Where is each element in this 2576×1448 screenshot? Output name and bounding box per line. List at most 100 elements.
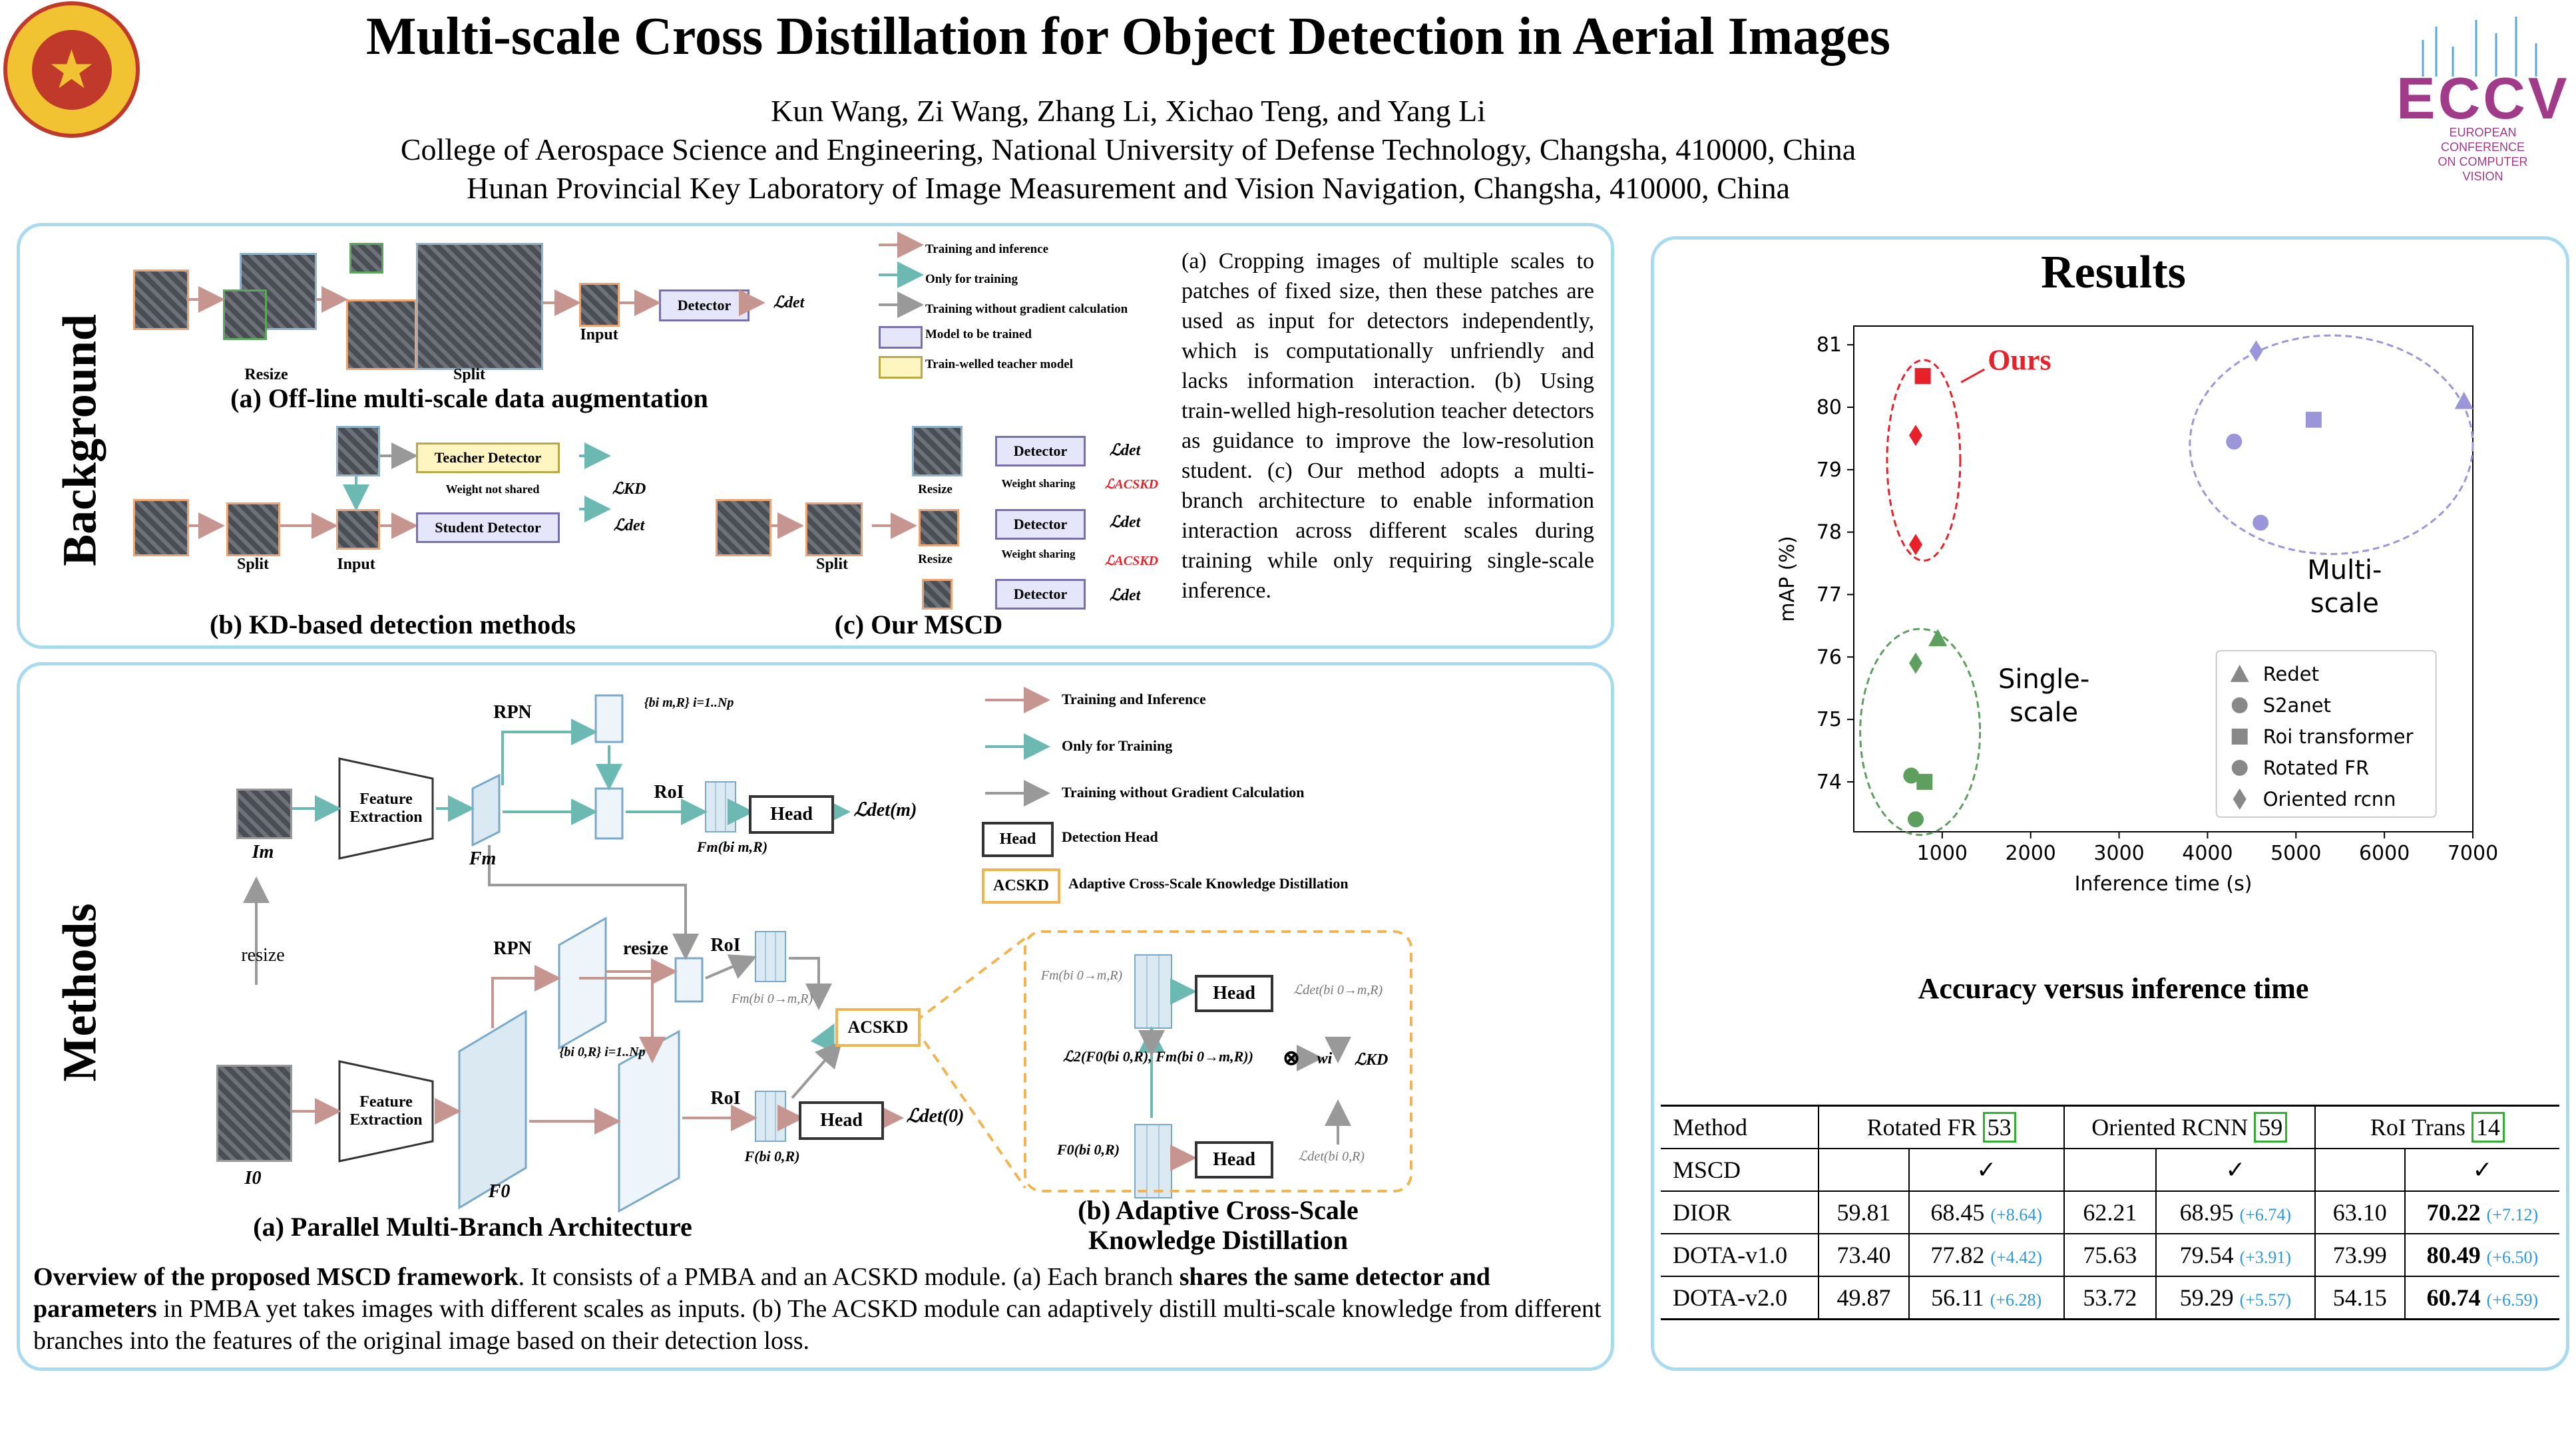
bg-legend-3: Training without gradient calculation xyxy=(925,301,1128,316)
bg-b-teacher-detector: Teacher Detector xyxy=(416,443,560,473)
x-tick-label: 6000 xyxy=(2359,842,2410,865)
eccv-sub-4: VISION xyxy=(2462,170,2503,183)
legend-box xyxy=(2215,649,2437,818)
bg-b-split-label: Split xyxy=(236,556,270,573)
resize-mid: resize xyxy=(623,938,668,959)
cell: 73.99 xyxy=(2314,1234,2406,1276)
bg-a-patches-2 xyxy=(416,243,543,370)
fm-label: Fm xyxy=(469,848,497,869)
gain: (+7.12) xyxy=(2486,1205,2539,1224)
y-tick-label: 79 xyxy=(1817,458,1842,482)
y-tick-label: 77 xyxy=(1817,583,1842,606)
cell: 54.15 xyxy=(2314,1276,2406,1320)
b0-set-label: {bi 0,R} i=1..Np xyxy=(559,1045,646,1059)
bg-b-student-detector: Student Detector xyxy=(416,512,560,543)
f-b0-label: F(bi 0,R) xyxy=(744,1148,800,1165)
m-legend-4: Detection Head xyxy=(1062,828,1158,845)
bg-a-ldet: ℒdet xyxy=(773,294,805,311)
overview-text-2: in PMBA yet takes images with different … xyxy=(33,1295,1602,1355)
bg-b-lkd: ℒKD xyxy=(612,480,646,498)
cell: 59.81 xyxy=(1819,1191,1910,1234)
cell: 68.95 xyxy=(2179,1199,2234,1226)
x-tick-label: 4000 xyxy=(2182,842,2233,865)
f0-label: F0 xyxy=(488,1181,511,1202)
im-image xyxy=(236,789,292,839)
cite-59[interactable]: 59 xyxy=(2254,1112,2288,1143)
methods-caption-a: (a) Parallel Multi-Branch Architecture xyxy=(253,1212,692,1242)
ours-pointer xyxy=(1960,368,1986,383)
cite-14[interactable]: 14 xyxy=(2471,1112,2505,1143)
star-icon: ★ xyxy=(31,29,112,110)
bg-c-input-3 xyxy=(922,579,953,610)
m-legend-5: Adaptive Cross-Scale Knowledge Distillat… xyxy=(1068,875,1349,892)
cell: 79.54 xyxy=(2179,1242,2234,1268)
bg-a-image-1 xyxy=(133,270,189,330)
bg-a-small-patch xyxy=(349,243,383,273)
th-rotated-fr: Rotated FR xyxy=(1866,1114,1977,1141)
bg-description: (a) Cropping images of multiple scales t… xyxy=(1181,249,1594,603)
gain: (+6.74) xyxy=(2239,1205,2292,1224)
legend-marker xyxy=(2231,759,2248,776)
x-axis-label: Inference time (s) xyxy=(2075,872,2253,896)
multi-annotation-2: scale xyxy=(2310,588,2379,619)
bg-c-image xyxy=(716,499,771,556)
bg-a-input-image xyxy=(579,283,620,327)
mscd-label: MSCD xyxy=(1661,1149,1820,1191)
methods-panel: Methods xyxy=(17,662,1614,1371)
ours-cluster xyxy=(1886,359,1962,562)
oriented-rcnn-single-point xyxy=(1909,652,1922,674)
mscd-check-1: ✓ xyxy=(1908,1149,2065,1191)
bg-b-teacher-input xyxy=(336,426,380,476)
bg-c-detector-1: Detector xyxy=(995,436,1086,466)
fe-bottom xyxy=(338,1060,434,1163)
gain: (+6.59) xyxy=(2486,1290,2539,1310)
bg-a-split-label: Split xyxy=(453,366,486,383)
im-label: Im xyxy=(252,842,274,862)
fe-bottom-label: Feature Extraction xyxy=(349,1093,423,1129)
y-tick-label: 76 xyxy=(1817,645,1842,669)
results-title: Results xyxy=(2041,247,2186,298)
head-bottom: Head xyxy=(799,1101,884,1140)
bg-arrows xyxy=(186,232,924,539)
x-tick-label: 3000 xyxy=(2093,842,2144,865)
gain: (+4.42) xyxy=(1990,1248,2042,1267)
cell: 63.10 xyxy=(2314,1191,2406,1234)
page-title: Multi-scale Cross Distillation for Objec… xyxy=(366,7,1890,66)
bg-c-caption: (c) Our MSCD xyxy=(834,610,1003,639)
y-tick-label: 81 xyxy=(1817,333,1842,357)
bg-c-resize-1: Resize xyxy=(918,482,953,496)
rpn-top: RPN xyxy=(493,702,532,723)
head-top: Head xyxy=(749,795,834,834)
acskd-box: ACSKD xyxy=(835,1008,921,1047)
otimes-icon: ⊗ xyxy=(1281,1046,1301,1071)
i0-image xyxy=(216,1065,292,1162)
bg-b-weight-not-shared: Weight not shared xyxy=(445,482,540,496)
acskd-lkd: ℒKD xyxy=(1354,1051,1389,1069)
bg-a-caption: (a) Off-line multi-scale data augmentati… xyxy=(230,383,708,413)
gain: (+8.64) xyxy=(1990,1205,2042,1224)
cite-53[interactable]: 53 xyxy=(1982,1112,2016,1143)
roi-top: RoI xyxy=(654,782,684,803)
bg-legend-4: Model to be trained xyxy=(925,327,1032,341)
roi-bottom: RoI xyxy=(710,1088,741,1109)
bg-c-weight-sharing-1: Weight sharing xyxy=(1001,477,1076,490)
m-legend-1: Training and Inference xyxy=(1062,691,1206,707)
acskd-ldet-0: ℒdet(bi 0,R) xyxy=(1298,1149,1365,1164)
y-axis-label: mAP (%) xyxy=(1776,536,1799,622)
bg-c-detector-3: Detector xyxy=(995,579,1086,610)
eccv-wordmark: ECCV xyxy=(2396,65,2570,131)
table-row: DOTA-v2.0 49.87 56.11 (+6.28) 53.72 59.2… xyxy=(1661,1276,2559,1320)
m-legend-3: Training without Gradient Calculation xyxy=(1062,784,1305,801)
bg-c-resize-2: Resize xyxy=(918,552,953,566)
m-legend-acskd-swatch: ACSKD xyxy=(982,868,1060,904)
cell: 56.11 xyxy=(1931,1284,1984,1311)
gain: (+3.91) xyxy=(2239,1248,2292,1267)
legend-marker xyxy=(2231,728,2248,745)
acskd-ldet-0m: ℒdet(bi 0→m,R) xyxy=(1293,983,1383,997)
m-legend-head-swatch: Head xyxy=(982,822,1054,857)
acskd-f0-b0: F0(bi 0,R) xyxy=(1056,1141,1120,1158)
affiliation-1: College of Aerospace Science and Enginee… xyxy=(400,132,1856,166)
mscd-check-2: ✓ xyxy=(2156,1149,2316,1191)
bg-c-detector-2: Detector xyxy=(995,509,1086,540)
bg-c-ldet-1: ℒdet xyxy=(1109,442,1141,459)
